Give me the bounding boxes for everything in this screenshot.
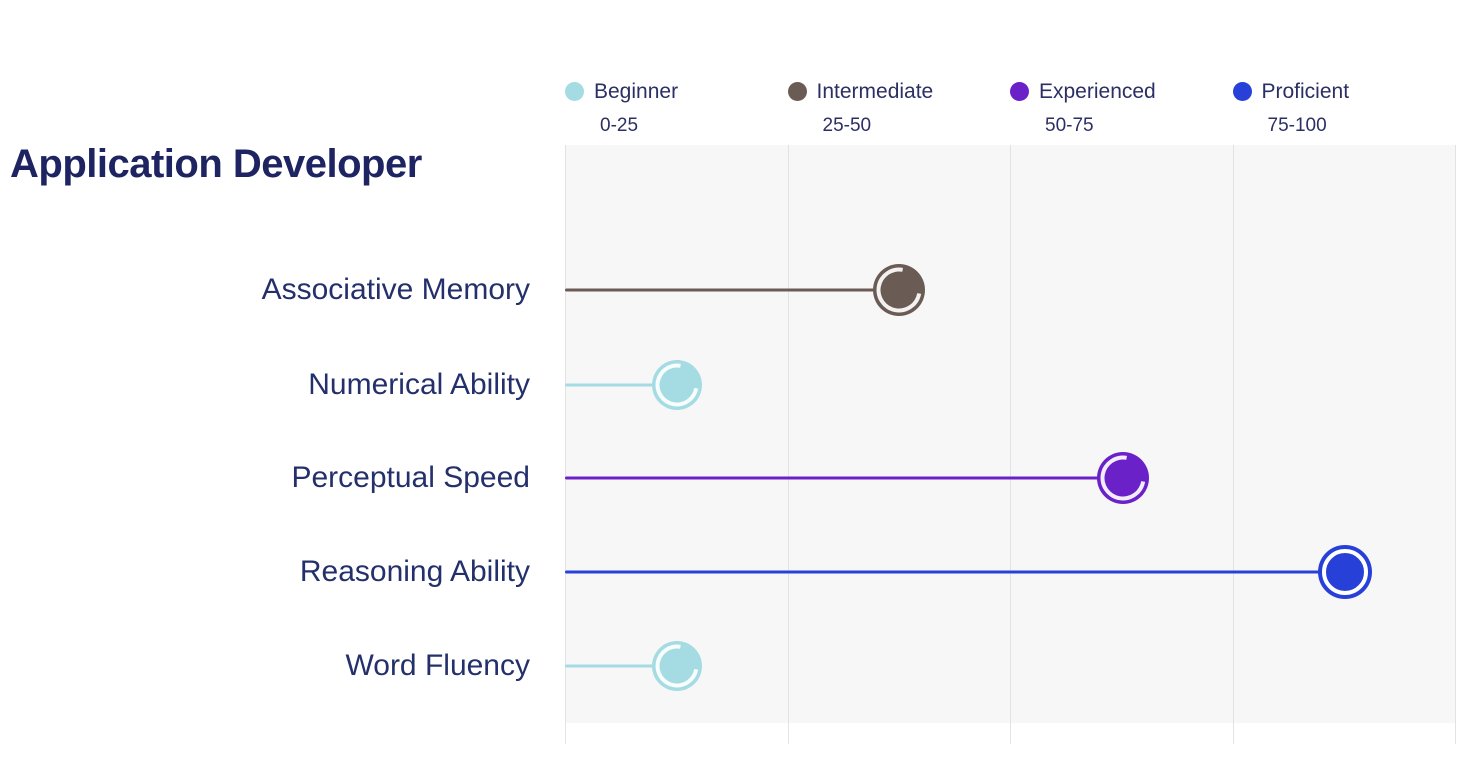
stem-line (565, 288, 899, 292)
stem-line (565, 664, 678, 668)
row-label-associative-memory: Associative Memory (261, 273, 530, 306)
legend-label: Experienced (1039, 79, 1156, 103)
legend-label: Intermediate (816, 79, 934, 103)
row-label-word-fluency: Word Fluency (345, 649, 530, 682)
legend-item-proficient[interactable]: Proficient 75-100 (1232, 76, 1455, 146)
proficient-dot (1232, 81, 1252, 101)
legend-range: 75-100 (1267, 115, 1327, 136)
marker-ring-icon (1321, 549, 1368, 595)
beginner-dot (565, 81, 584, 101)
experienced-dot (1010, 81, 1029, 101)
legend-range: 50-75 (1045, 115, 1094, 136)
data-point-marker[interactable] (647, 355, 708, 415)
legend-label: Proficient (1261, 79, 1350, 103)
stem-line (565, 383, 678, 387)
legend-label: Beginner (594, 79, 679, 103)
data-point-marker[interactable] (1317, 545, 1372, 599)
legend-item-beginner[interactable]: Beginner 0-25 (565, 76, 787, 146)
data-point-marker[interactable] (647, 636, 708, 696)
gridline-100 (1455, 145, 1456, 744)
page-title: Application Developer (10, 142, 422, 186)
stem-line (565, 570, 1345, 574)
row-label-numerical-ability: Numerical Ability (308, 368, 530, 401)
legend-range: 25-50 (822, 115, 872, 136)
intermediate-dot (787, 81, 807, 101)
stem-line (565, 476, 1124, 480)
chart-legend: Beginner 0-25 Intermediate 25-50 Experienced… (565, 76, 1455, 146)
plot-area (565, 145, 1455, 723)
row-label-reasoning-ability: Reasoning Ability (299, 555, 530, 588)
legend-item-experienced[interactable]: Experienced 50-75 (1010, 76, 1232, 146)
legend-item-intermediate[interactable]: Intermediate 25-50 (787, 76, 1010, 146)
legend-range: 0-25 (600, 115, 639, 136)
row-label-perceptual-speed: Perceptual Speed (291, 461, 530, 494)
data-point-marker[interactable] (1091, 446, 1155, 510)
data-point-marker[interactable] (867, 258, 931, 322)
